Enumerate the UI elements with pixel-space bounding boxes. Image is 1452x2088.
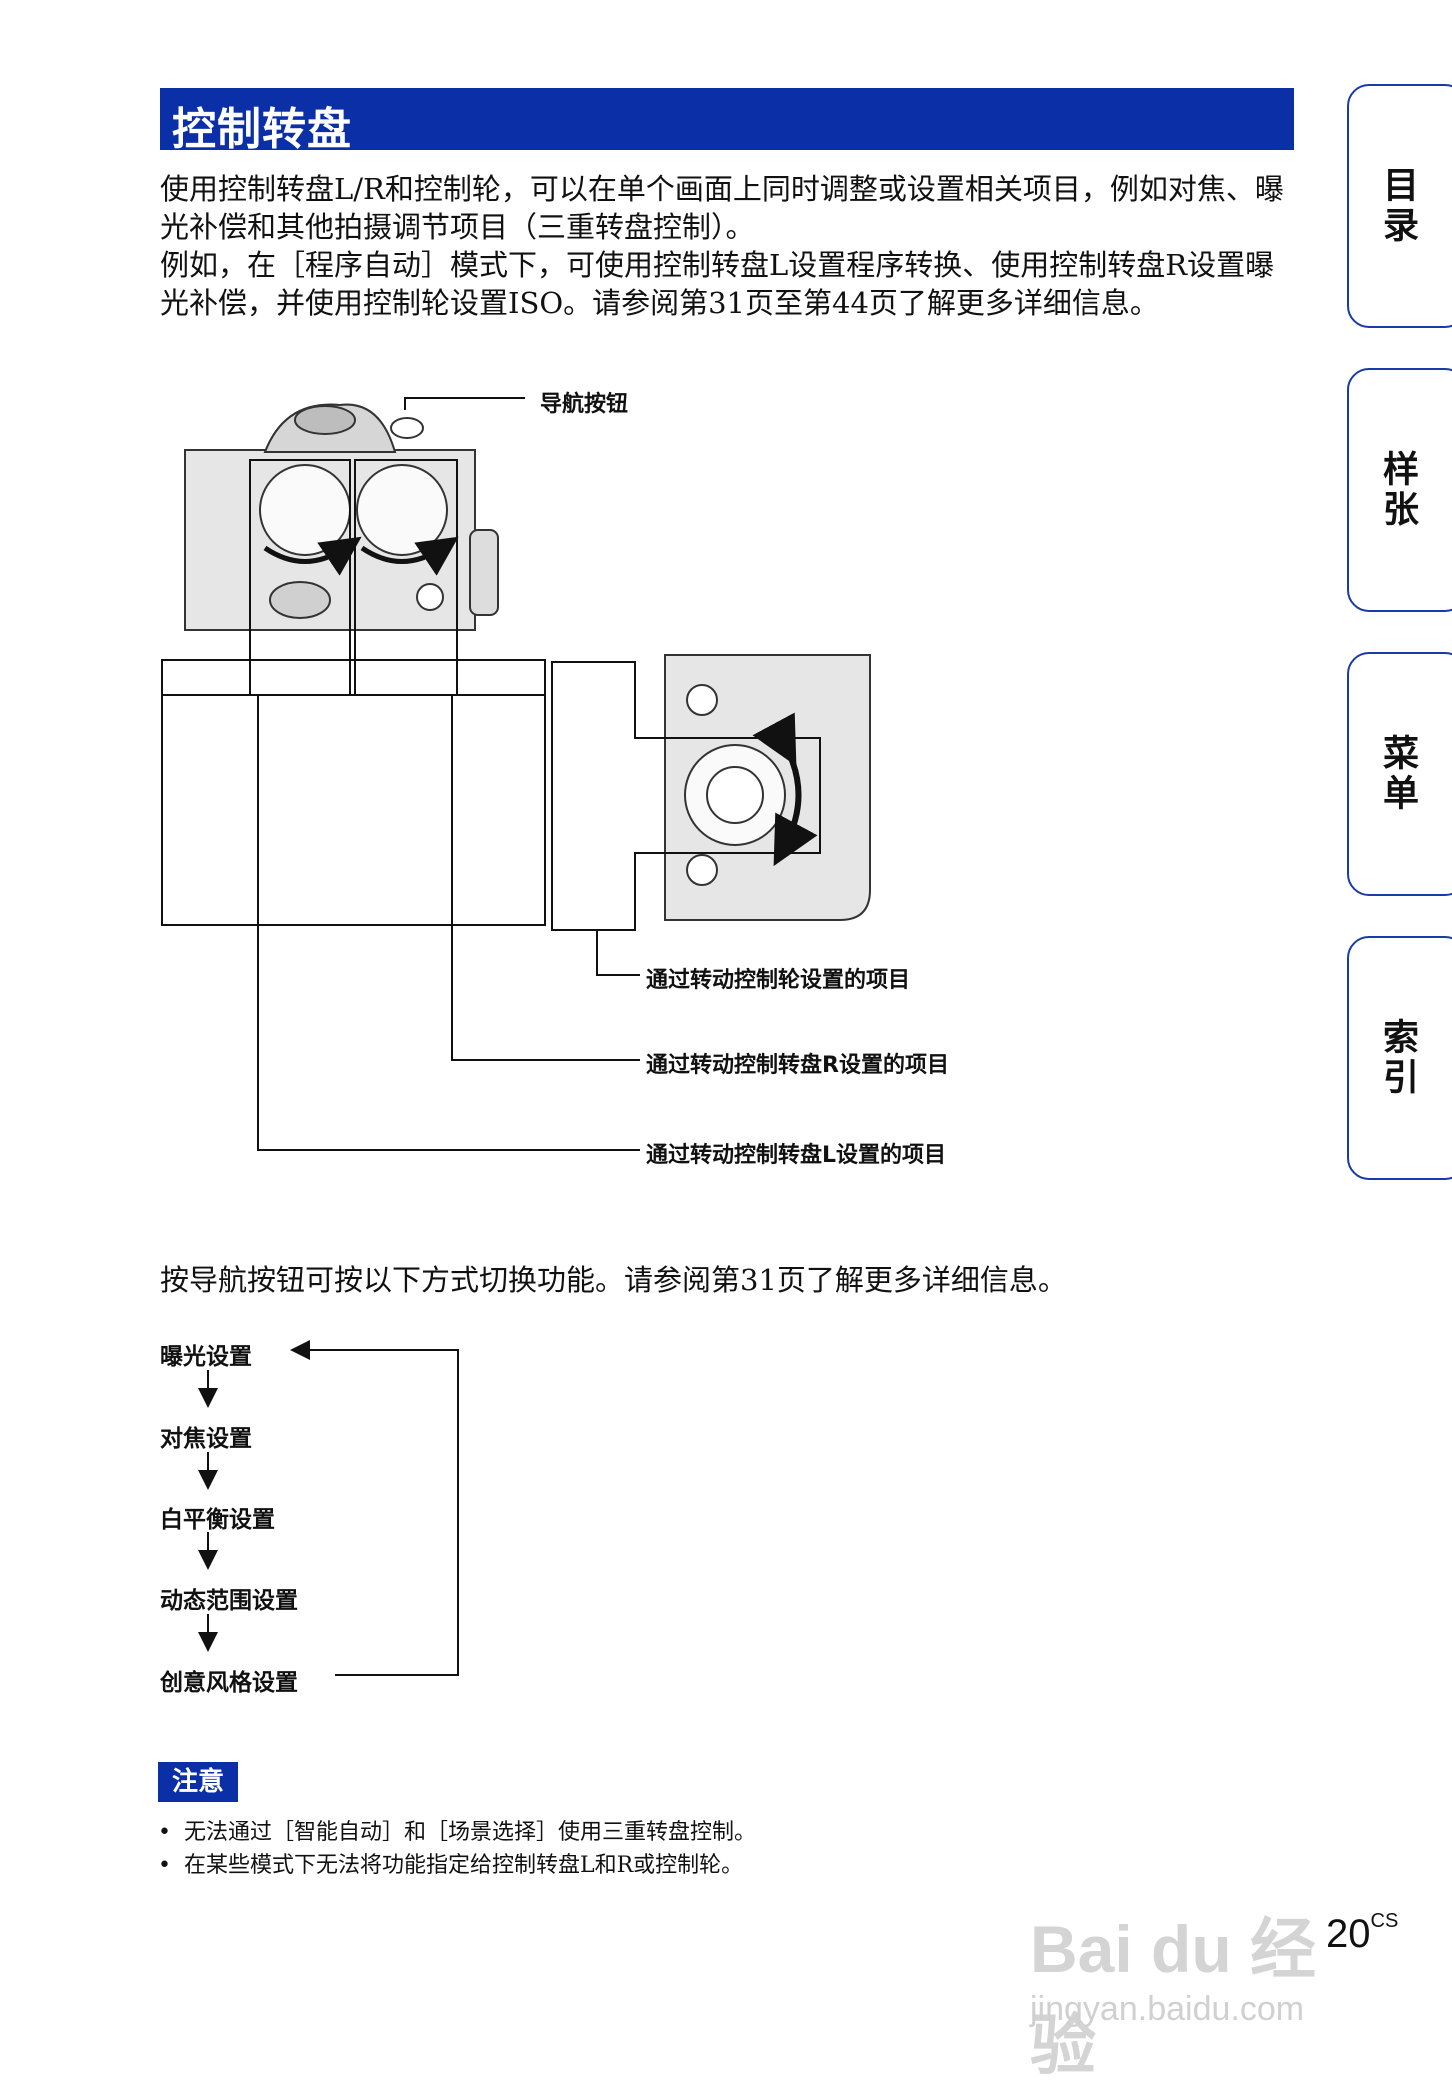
section-title-bar: 控制转盘 (160, 88, 1294, 155)
dial-l-items-label: 通过转动控制转盘L设置的项目 (646, 1143, 947, 1168)
tab-samples[interactable]: 样张 (1347, 368, 1452, 612)
intro-paragraph-2: 例如，在［程序自动］模式下，可使用控制转盘L设置程序转换、使用控制转盘R设置曝光… (160, 248, 1275, 320)
tab-contents[interactable]: 目录 (1347, 84, 1452, 328)
note-label: 注意 (158, 1762, 238, 1802)
wheel-callout-box (551, 661, 821, 931)
tab-index-label: 索引 (1377, 1018, 1418, 1098)
page-number: 20CS (1326, 1910, 1399, 1956)
note-item: 在某些模式下无法将功能指定给控制转盘L和R或控制轮。 (158, 1849, 756, 1882)
wheel-items-label: 通过转动控制轮设置的项目 (646, 968, 911, 993)
baidu-watermark: Bai du 经验 jingyan.baidu.com (1030, 1840, 1370, 2082)
nav-button-label: 导航按钮 (540, 392, 629, 417)
tab-index[interactable]: 索引 (1347, 936, 1452, 1180)
tab-menu[interactable]: 菜单 (1347, 652, 1452, 896)
tab-samples-label: 样张 (1377, 450, 1418, 530)
flow-step-exposure: 曝光设置 (160, 1344, 252, 1370)
tab-menu-label: 菜单 (1377, 734, 1418, 814)
flow-arrows (198, 1340, 459, 1676)
intro-paragraph-1: 使用控制转盘L/R和控制轮，可以在单个画面上同时调整或设置相关项目，例如对焦、曝… (160, 172, 1284, 244)
camera-back-illustration (664, 654, 871, 921)
flow-step-white-balance: 白平衡设置 (160, 1507, 275, 1533)
flow-step-creative-style: 创意风格设置 (160, 1670, 298, 1696)
flow-step-focus: 对焦设置 (160, 1426, 252, 1452)
watermark-url: jingyan.baidu.com (1030, 1990, 1305, 2028)
flow-step-dynamic-range: 动态范围设置 (160, 1588, 298, 1614)
camera-diagram (161, 397, 871, 1151)
page-suffix: CS (1370, 1910, 1399, 1932)
notes-list: 无法通过［智能自动］和［场景选择］使用三重转盘控制。 在某些模式下无法将功能指定… (158, 1816, 756, 1882)
intro-text: 使用控制转盘L/R和控制轮，可以在单个画面上同时调整或设置相关项目，例如对焦、曝… (160, 170, 1300, 322)
tab-contents-label: 目录 (1377, 166, 1418, 246)
dial-r-items-label: 通过转动控制转盘R设置的项目 (646, 1053, 949, 1078)
nav-button-paragraph: 按导航按钮可按以下方式切换功能。请参阅第31页了解更多详细信息。 (160, 1263, 1067, 1297)
note-item: 无法通过［智能自动］和［场景选择］使用三重转盘控制。 (158, 1816, 756, 1849)
page-title: 控制转盘 (172, 104, 352, 155)
camera-top-illustration (184, 403, 499, 631)
label-callout-frame (161, 659, 546, 926)
